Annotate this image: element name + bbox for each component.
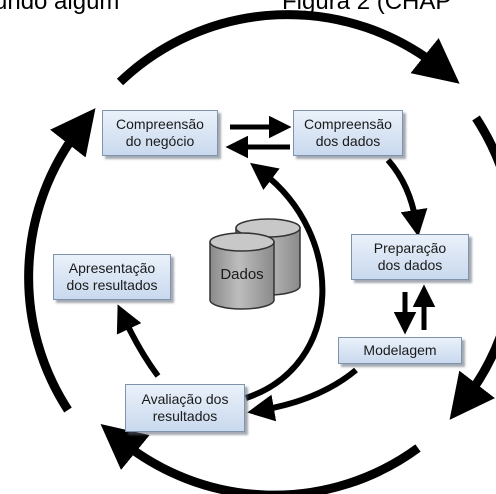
outer-cycle-arc-top <box>116 10 460 86</box>
header-text-left: undo algum <box>0 0 120 15</box>
outer-cycle-arc-left <box>24 108 96 413</box>
header-text-right: Figura 2 (CHAP <box>282 0 452 15</box>
node-presentation-label: Apresentação dos resultados <box>66 260 158 293</box>
arrow-understanding-to-preparation <box>385 158 428 237</box>
database-icon <box>209 218 301 310</box>
node-presentation: Apresentação dos resultados <box>53 254 171 300</box>
arrow-evaluation-to-business <box>245 162 326 401</box>
node-data-understanding-label: Compreensão dos dados <box>304 116 392 149</box>
node-modeling-label: Modelagem <box>363 342 437 358</box>
outer-cycle-arc-bottom <box>100 424 421 494</box>
node-data-preparation: Preparação dos dados <box>351 234 469 280</box>
database-cylinder-front <box>209 232 275 310</box>
node-business-understanding: Compreensão do negócio <box>102 110 218 156</box>
outer-cycle-arc-right <box>449 115 496 420</box>
arrow-evaluation-to-presentation <box>116 304 161 378</box>
arrow-modeling-to-evaluation <box>247 367 358 422</box>
database-label: Dados <box>220 266 264 283</box>
node-modeling: Modelagem <box>338 337 462 364</box>
inner-arrows <box>116 115 436 422</box>
node-business-understanding-label: Compreensão do negócio <box>116 116 204 149</box>
node-evaluation-label: Avaliação dos resultados <box>141 391 229 424</box>
node-data-understanding: Compreensão dos dados <box>293 110 403 156</box>
node-evaluation: Avaliação dos resultados <box>125 384 245 432</box>
node-data-preparation-label: Preparação dos dados <box>373 240 447 273</box>
